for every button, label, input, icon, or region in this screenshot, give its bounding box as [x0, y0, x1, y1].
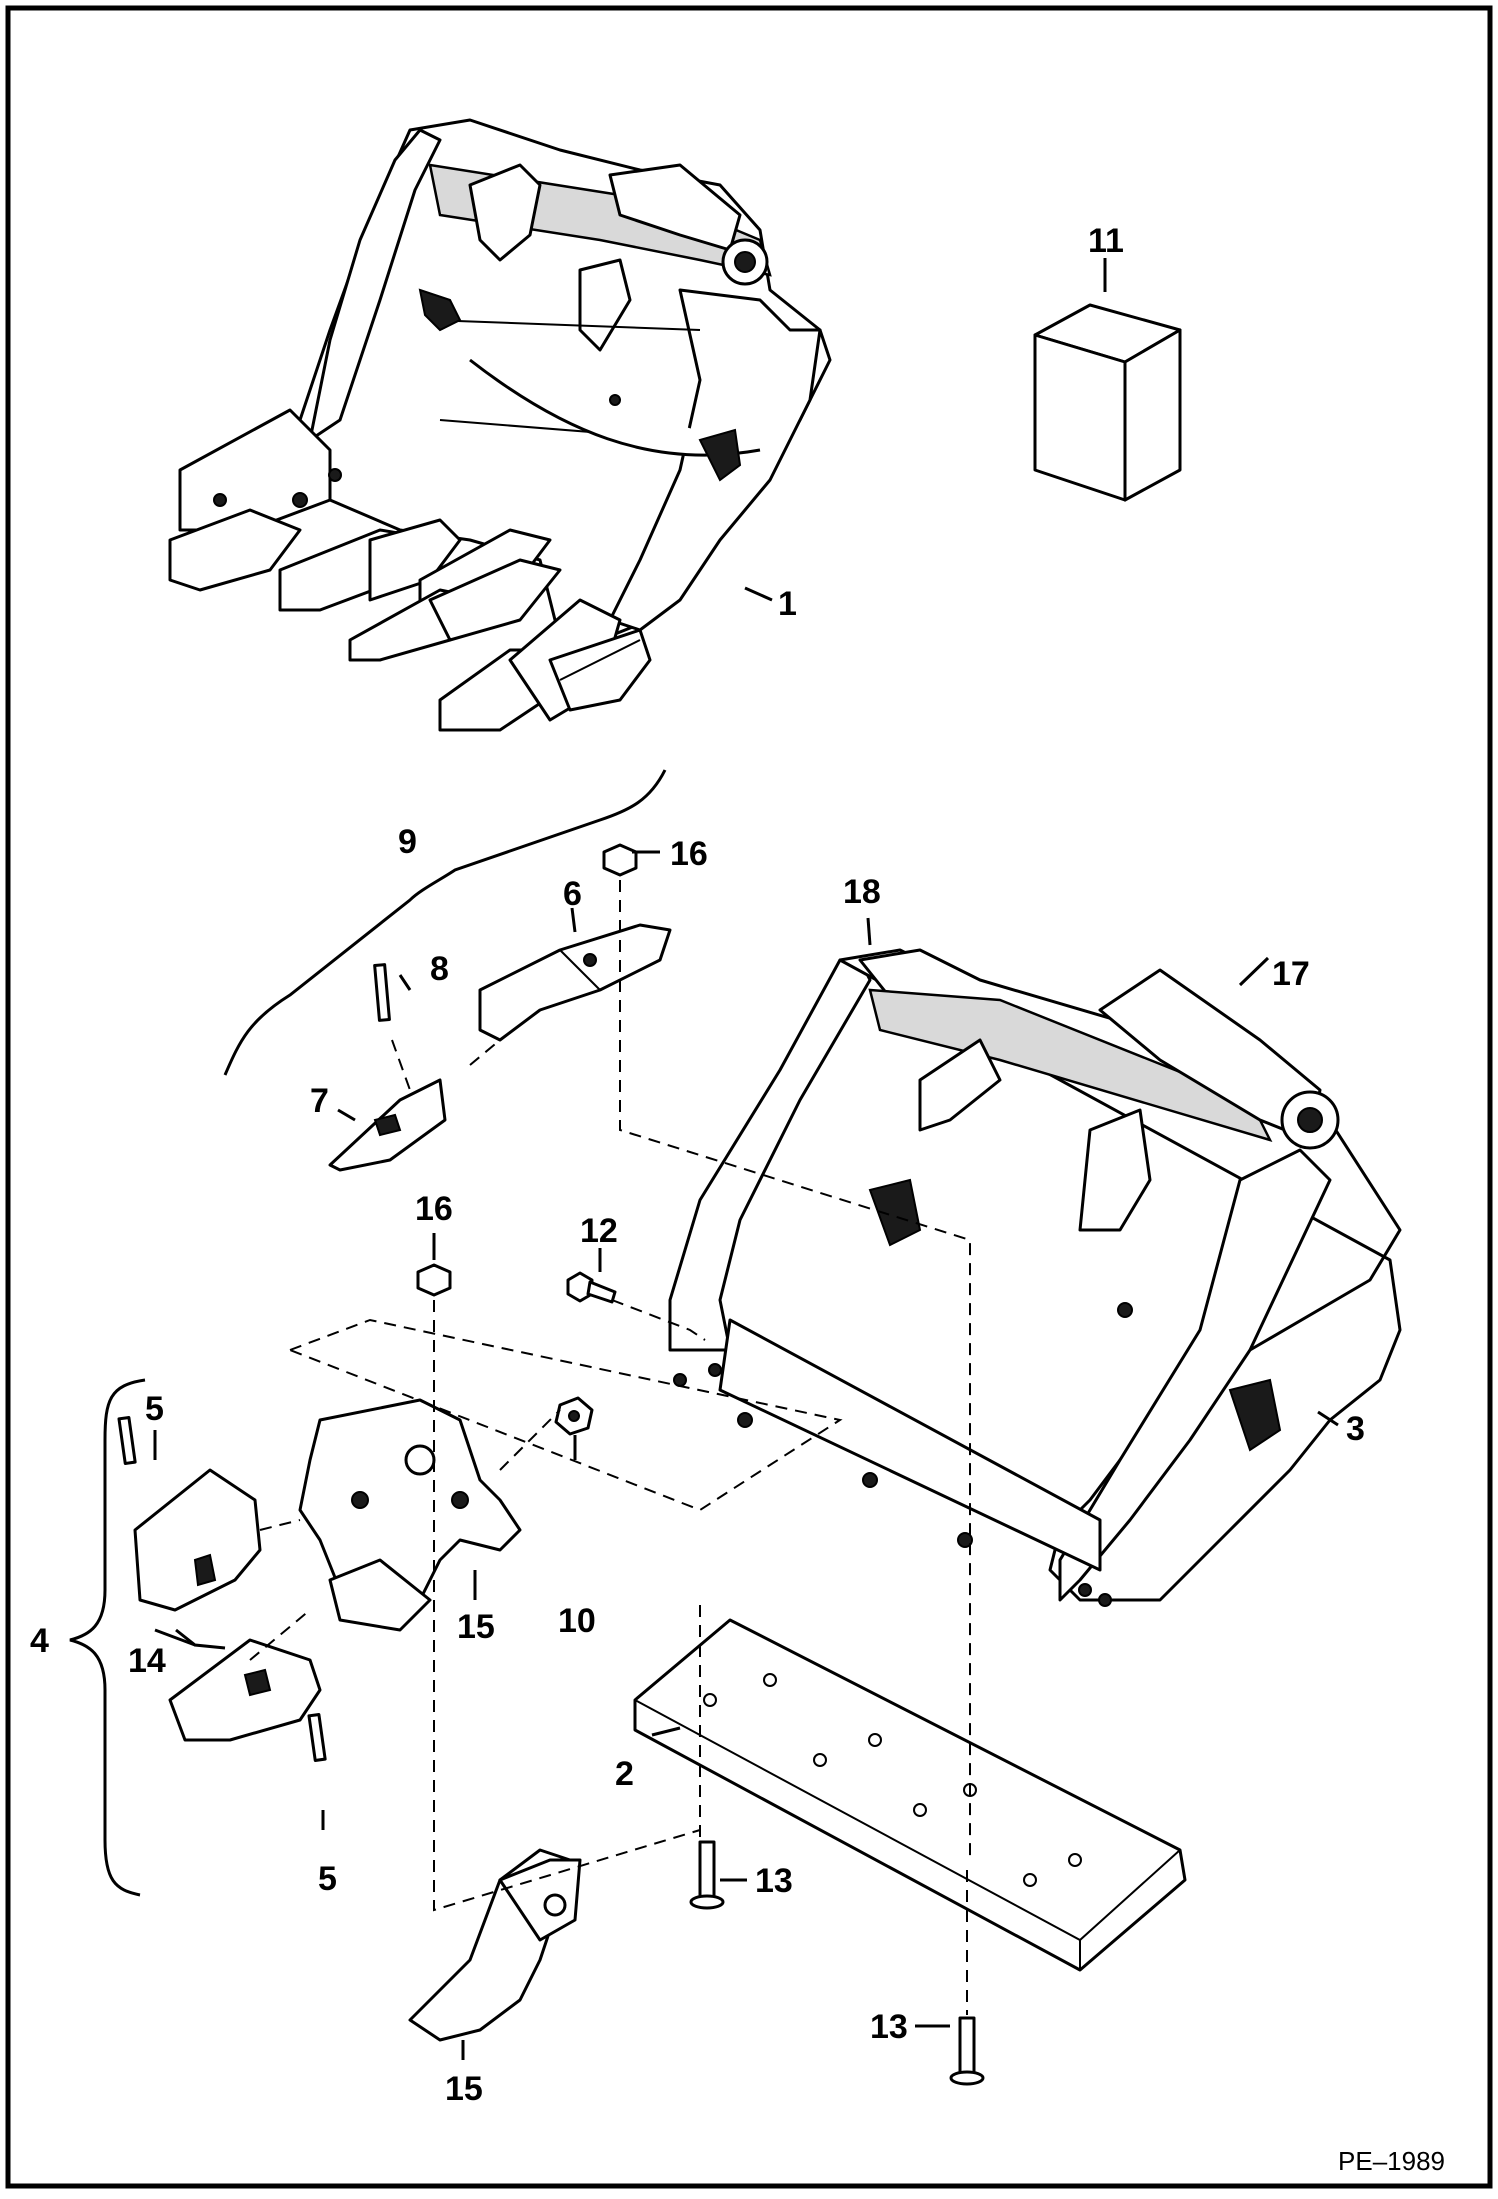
callout-13-lower: 13: [870, 2008, 908, 2046]
callout-1: 1: [778, 585, 797, 623]
leader-lines: [153, 258, 1339, 2060]
callout-12: 12: [580, 1212, 618, 1250]
callout-16-lower: 16: [415, 1190, 453, 1228]
callout-17: 17: [1272, 955, 1310, 993]
callout-7: 7: [310, 1082, 329, 1120]
bracket-4: [69, 1378, 146, 1897]
callout-10: 10: [558, 1602, 596, 1640]
corner-adapter-15-spare: [408, 1848, 582, 2042]
callout-8: 8: [430, 950, 449, 988]
callout-9: 9: [398, 823, 417, 861]
cutting-edge-2: [633, 1618, 1187, 1972]
bracket-9: [223, 769, 667, 1076]
callout-4: 4: [30, 1622, 49, 1660]
drawing-number: PE–1989: [1338, 2146, 1445, 2176]
tooth-set-9: [223, 769, 672, 1172]
callout-11: 11: [1088, 222, 1124, 260]
callout-18: 18: [843, 873, 881, 911]
callout-2: 2: [615, 1755, 634, 1793]
bolt-12: [566, 1271, 617, 1304]
callout-15-upper: 15: [457, 1608, 495, 1646]
callout-16-upper: 16: [670, 835, 708, 873]
callout-13-upper: 13: [755, 1862, 793, 1900]
callout-6: 6: [563, 875, 582, 913]
callout-labels: 1 2 3 4 5 5 6 7 8 9 10 11 12 13 13 14 15…: [30, 222, 1365, 2108]
bucket-assembly-upper: [168, 118, 832, 732]
corner-adapter-group-4: [69, 1378, 594, 1897]
callout-15-lower: 15: [445, 2070, 483, 2108]
page-frame: [5, 5, 1493, 2189]
bolts-13: [689, 1840, 985, 2086]
callout-5-upper: 5: [145, 1390, 164, 1428]
callout-3: 3: [1346, 1410, 1365, 1448]
callout-14: 14: [128, 1642, 166, 1680]
bucket-body-3: [668, 948, 1402, 1607]
nuts-16: [416, 843, 638, 1297]
callout-5-lower: 5: [318, 1860, 337, 1898]
assembly-lines: [249, 880, 971, 2015]
kit-box: [1033, 303, 1182, 502]
